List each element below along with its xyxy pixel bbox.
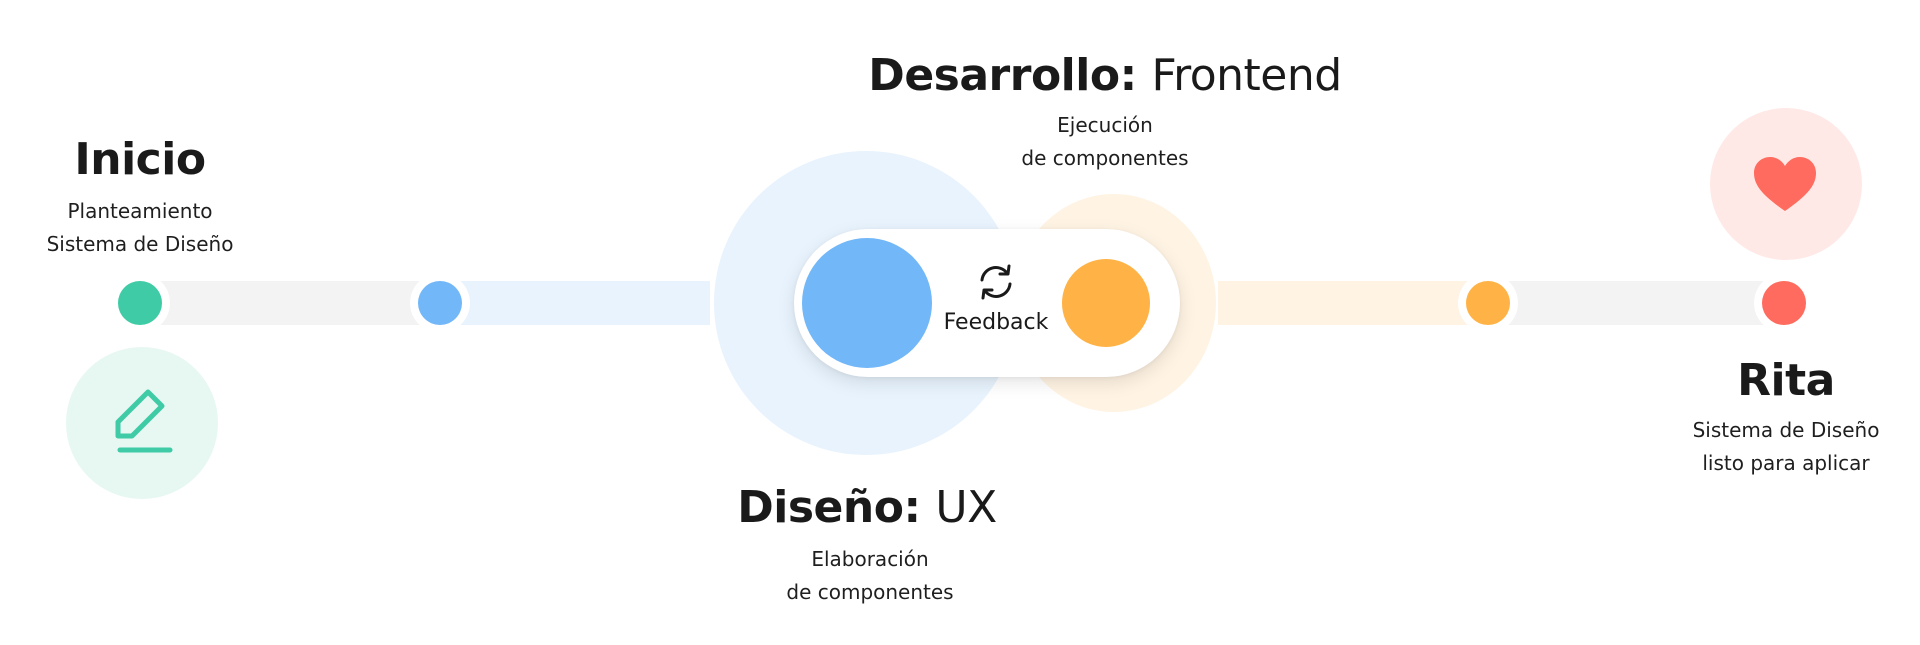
stage-rita-subtitle-2: listo para aplicar — [1702, 451, 1870, 475]
stage-development-title-bold: Desarrollo: — [868, 50, 1137, 101]
stage-development-subtitle-2: de componentes — [1021, 146, 1189, 170]
development-circle — [1062, 259, 1150, 347]
milestone-rita-dot — [1762, 281, 1806, 325]
feedback-label: Feedback — [943, 310, 1049, 335]
stage-inicio-subtitle-2: Sistema de Diseño — [46, 232, 234, 256]
milestone-design-dot — [418, 281, 462, 325]
track-segment-gray-left — [142, 281, 442, 325]
milestone-development-dot — [1466, 281, 1510, 325]
design-circle — [802, 238, 932, 368]
track-segment-gray-right — [1486, 281, 1786, 325]
stage-design-title: Diseño: UX — [700, 482, 1034, 533]
stage-rita-title: Rita — [1737, 355, 1835, 406]
stage-development-subtitle-1: Ejecución — [1057, 113, 1153, 137]
stage-rita-subtitle-1: Sistema de Diseño — [1692, 418, 1880, 442]
stage-inicio-title: Inicio — [74, 134, 206, 185]
stage-design-title-bold: Diseño: — [737, 482, 921, 533]
stage-design-subtitle-1: Elaboración — [811, 547, 929, 571]
refresh-icon — [980, 264, 1012, 300]
heart-icon — [1754, 157, 1816, 211]
pencil-edit-icon — [115, 389, 173, 453]
track-segment-orange — [1218, 281, 1486, 325]
stage-inicio-subtitle-1: Planteamiento — [67, 199, 213, 223]
track-segment-blue — [442, 281, 710, 325]
stage-design-subtitle-2: de componentes — [786, 580, 954, 604]
stage-development-title: Desarrollo: Frontend — [860, 50, 1350, 101]
stage-design-title-light: UX — [935, 482, 997, 533]
milestone-inicio-dot — [118, 281, 162, 325]
stage-development-title-light: Frontend — [1151, 50, 1343, 101]
